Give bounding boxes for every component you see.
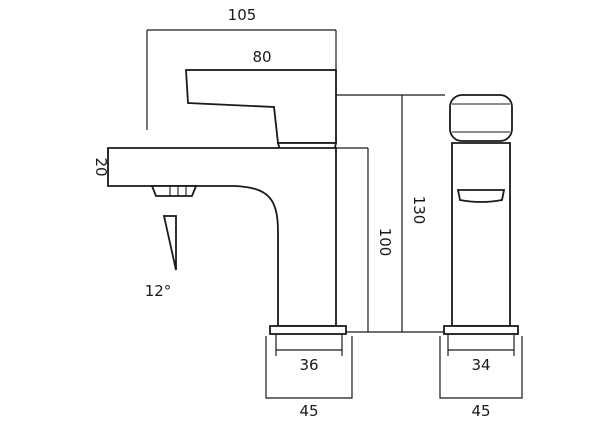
dim-overall-height: 130 <box>410 196 428 225</box>
dim-base-inner-side: 34 <box>471 356 490 374</box>
side-base-plate <box>439 336 523 399</box>
dim-spout-height: 100 <box>376 228 394 257</box>
dim-base-outer-front: 45 <box>299 402 318 420</box>
side-body <box>451 142 511 327</box>
lever-handle <box>185 69 337 144</box>
dim-base-inner-front: 36 <box>299 356 318 374</box>
dim-spout-thickness: 20 <box>92 157 110 176</box>
handle-cap <box>449 94 513 142</box>
dim-aerator-angle: 12° <box>145 282 172 300</box>
side-view <box>439 94 523 399</box>
base-ring <box>269 325 347 335</box>
side-base-ring <box>443 325 519 335</box>
side-aerator <box>456 189 506 203</box>
tap-body <box>107 147 337 327</box>
dim-base-outer-side: 45 <box>471 402 490 420</box>
dim-overall-width: 105 <box>228 6 257 24</box>
dim-lever-length: 80 <box>252 48 271 66</box>
front-view <box>107 69 353 399</box>
dimension-labels: 105 80 20 130 100 12° 36 45 34 45 <box>92 6 491 420</box>
aerator <box>150 185 198 197</box>
dimension-lines <box>107 29 515 356</box>
water-jet-wedge <box>162 215 177 271</box>
base-plate <box>265 336 353 399</box>
